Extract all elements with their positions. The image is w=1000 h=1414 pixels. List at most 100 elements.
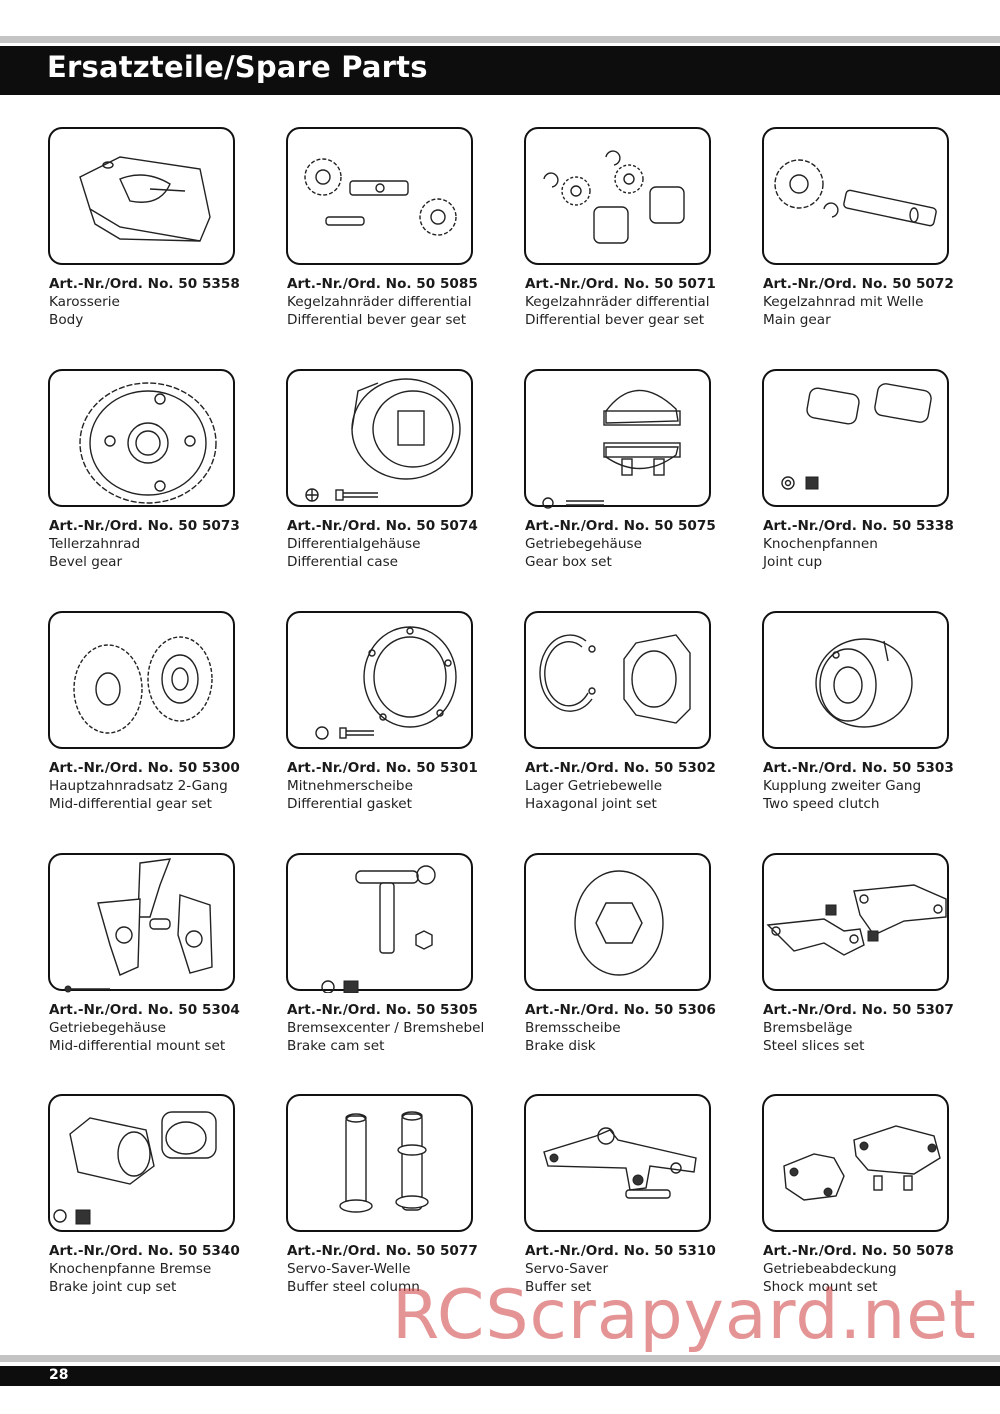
watermark: RCScrapyard.net [392, 1276, 977, 1355]
part-name-german: Bremsbeläge [763, 1020, 853, 1036]
part-card-50-5300: Art.-Nr./Ord. No. 50 5300 Hauptzahnradsa… [48, 611, 268, 812]
part-illustration-brake-joint-cup [48, 1094, 235, 1232]
part-illustration-servo-saver [524, 1094, 711, 1232]
part-name-german: Lager Getriebewelle [525, 778, 663, 794]
part-illustration-differential-bevel-gears-small [524, 127, 711, 265]
part-name-english: Differential case [287, 554, 399, 570]
part-name-german: Getriebegehäuse [525, 536, 642, 552]
part-article-number: Art.-Nr./Ord. No. 50 5302 [525, 760, 716, 776]
part-name-english: Gear box set [525, 554, 612, 570]
part-illustration-steel-slices [762, 853, 949, 991]
part-name-german: Kegelzahnräder differential [287, 294, 472, 310]
part-illustration-brake-cam [286, 853, 473, 993]
part-illustration-gear-box [524, 369, 711, 509]
part-article-number: Art.-Nr./Ord. No. 50 5306 [525, 1002, 716, 1018]
part-article-number: Art.-Nr./Ord. No. 50 5071 [525, 276, 716, 292]
part-article-number: Art.-Nr./Ord. No. 50 5074 [287, 518, 478, 534]
part-article-number: Art.-Nr./Ord. No. 50 5303 [763, 760, 954, 776]
part-name-english: Brake joint cup set [49, 1279, 177, 1295]
part-article-number: Art.-Nr./Ord. No. 50 5340 [49, 1243, 240, 1259]
part-name-english: Bevel gear [49, 554, 123, 570]
part-name-english: Haxagonal joint set [525, 796, 657, 812]
part-article-number: Art.-Nr./Ord. No. 50 5305 [287, 1002, 478, 1018]
part-card-50-5075: Art.-Nr./Ord. No. 50 5075 Getriebegehäus… [524, 369, 744, 570]
part-illustration-hexagonal-joint [524, 611, 711, 749]
part-illustration-joint-cup [762, 369, 949, 507]
part-illustration-mid-differential-mount [48, 853, 235, 993]
part-name-english: Brake disk [525, 1038, 596, 1054]
part-article-number: Art.-Nr./Ord. No. 50 5300 [49, 760, 240, 776]
part-article-number: Art.-Nr./Ord. No. 50 5078 [763, 1243, 954, 1259]
part-name-german: Karosserie [49, 294, 120, 310]
part-name-english: Main gear [763, 312, 831, 328]
part-card-50-5304: Art.-Nr./Ord. No. 50 5304 Getriebegehäus… [48, 853, 268, 1054]
part-name-english: Joint cup [763, 554, 823, 570]
part-card-50-5340: Art.-Nr./Ord. No. 50 5340 Knochenpfanne … [48, 1094, 268, 1295]
part-card-50-5306: Art.-Nr./Ord. No. 50 5306 Bremsscheibe B… [524, 853, 744, 1054]
part-name-german: Bremsscheibe [525, 1020, 621, 1036]
part-name-german: Bremsexcenter / Bremshebel [287, 1020, 485, 1036]
part-article-number: Art.-Nr./Ord. No. 50 5310 [525, 1243, 716, 1259]
part-illustration-main-gear [762, 127, 949, 265]
part-article-number: Art.-Nr./Ord. No. 50 5072 [763, 276, 954, 292]
part-article-number: Art.-Nr./Ord. No. 50 5073 [49, 518, 240, 534]
part-illustration-brake-disk [524, 853, 711, 991]
part-article-number: Art.-Nr./Ord. No. 50 5301 [287, 760, 478, 776]
part-name-english: Differential bever gear set [525, 312, 705, 328]
part-card-50-5077: Art.-Nr./Ord. No. 50 5077 Servo-Saver-We… [286, 1094, 506, 1295]
part-card-50-5074: Art.-Nr./Ord. No. 50 5074 Differentialge… [286, 369, 506, 570]
part-name-german: Kupplung zweiter Gang [763, 778, 922, 794]
part-article-number: Art.-Nr./Ord. No. 50 5085 [287, 276, 478, 292]
part-name-german: Servo-Saver-Welle [287, 1261, 411, 1277]
part-illustration-differential-bevel-gears [286, 127, 473, 265]
page-footer [0, 1366, 1000, 1386]
part-name-german: Getriebeabdeckung [763, 1261, 897, 1277]
bottom-rule [0, 1355, 1000, 1362]
part-card-50-5302: Art.-Nr./Ord. No. 50 5302 Lager Getriebe… [524, 611, 744, 812]
part-card-50-5303: Art.-Nr./Ord. No. 50 5303 Kupplung zweit… [762, 611, 982, 812]
part-article-number: Art.-Nr./Ord. No. 50 5307 [763, 1002, 954, 1018]
part-name-german: Hauptzahnradsatz 2-Gang [49, 778, 228, 794]
part-name-english: Differential gasket [287, 796, 412, 812]
part-card-50-5338: Art.-Nr./Ord. No. 50 5338 Knochenpfannen… [762, 369, 982, 570]
part-illustration-body [48, 127, 235, 265]
part-article-number: Art.-Nr./Ord. No. 50 5338 [763, 518, 954, 534]
part-card-50-5310: Art.-Nr./Ord. No. 50 5310 Servo-Saver Bu… [524, 1094, 744, 1295]
part-name-english: Two speed clutch [763, 796, 880, 812]
part-name-german: Servo-Saver [525, 1261, 609, 1277]
part-illustration-differential-case [286, 369, 473, 507]
part-illustration-bevel-gear [48, 369, 235, 507]
part-illustration-mid-differential-gears [48, 611, 235, 749]
part-card-50-5078: Art.-Nr./Ord. No. 50 5078 Getriebeabdeck… [762, 1094, 982, 1295]
top-rule [0, 36, 1000, 43]
part-name-german: Knochenpfannen [763, 536, 878, 552]
part-name-german: Getriebegehäuse [49, 1020, 166, 1036]
part-article-number: Art.-Nr./Ord. No. 50 5077 [287, 1243, 478, 1259]
part-illustration-two-speed-clutch [762, 611, 949, 749]
part-article-number: Art.-Nr./Ord. No. 50 5358 [49, 276, 240, 292]
part-card-50-5085: Art.-Nr./Ord. No. 50 5085 Kegelzahnräder… [286, 127, 506, 328]
part-name-english: Mid-differential gear set [49, 796, 212, 812]
part-name-english: Body [49, 312, 84, 328]
part-card-50-5305: Art.-Nr./Ord. No. 50 5305 Bremsexcenter … [286, 853, 506, 1054]
part-name-german: Kegelzahnrad mit Welle [763, 294, 924, 310]
part-name-english: Brake cam set [287, 1038, 385, 1054]
part-name-german: Differentialgehäuse [287, 536, 421, 552]
part-name-english: Steel slices set [763, 1038, 865, 1054]
part-illustration-servo-saver-column [286, 1094, 473, 1232]
part-article-number: Art.-Nr./Ord. No. 50 5075 [525, 518, 716, 534]
part-card-50-5358: Art.-Nr./Ord. No. 50 5358 Karosserie Bod… [48, 127, 268, 328]
part-name-english: Mid-differential mount set [49, 1038, 226, 1054]
part-article-number: Art.-Nr./Ord. No. 50 5304 [49, 1002, 240, 1018]
part-name-german: Mitnehmerscheibe [287, 778, 413, 794]
part-illustration-shock-mount [762, 1094, 949, 1232]
page-header: Ersatzteile/Spare Parts [0, 46, 1000, 95]
page-title: Ersatzteile/Spare Parts [47, 50, 428, 84]
part-name-german: Knochenpfanne Bremse [49, 1261, 212, 1277]
part-name-english: Buffer set [525, 1279, 592, 1295]
part-card-50-5307: Art.-Nr./Ord. No. 50 5307 Bremsbeläge St… [762, 853, 982, 1054]
part-name-german: Tellerzahnrad [49, 536, 141, 552]
part-name-english: Shock mount set [763, 1279, 878, 1295]
part-card-50-5073: Art.-Nr./Ord. No. 50 5073 Tellerzahnrad … [48, 369, 268, 570]
